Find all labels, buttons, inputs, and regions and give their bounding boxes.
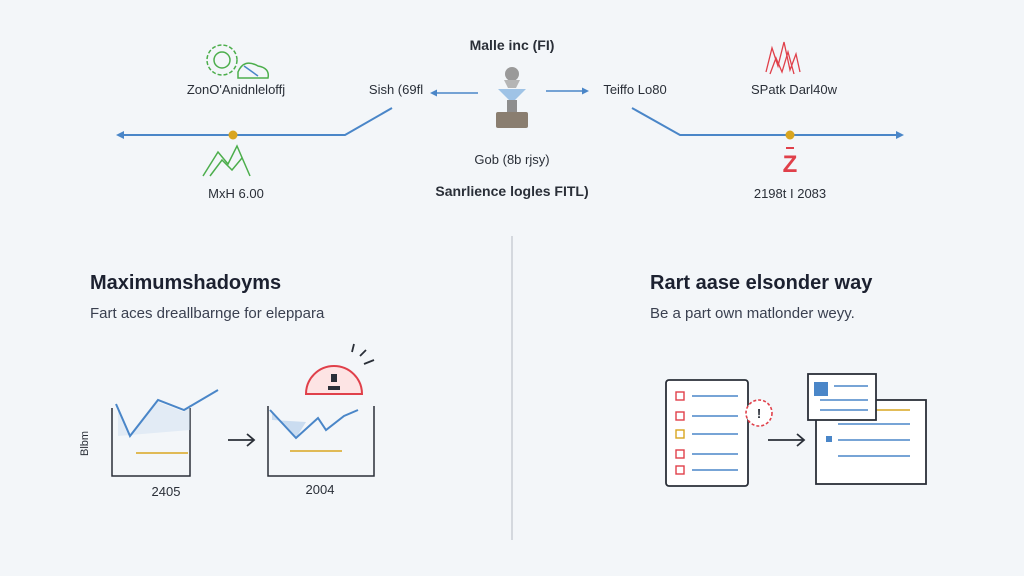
right-label: SPatk Darl40w [751, 82, 837, 97]
svg-text:Z: Z [783, 151, 798, 178]
checklist-icon [665, 379, 749, 487]
doc-arrow [768, 433, 806, 447]
funnel-icon [496, 67, 528, 128]
chart1-label: 2405 [151, 484, 181, 499]
node-dot-left [228, 130, 238, 140]
mid-left-label: Sish (69fl [368, 82, 424, 97]
mini-chart-1 [111, 389, 219, 477]
top-title: Malle inc (FI) [469, 37, 555, 53]
zigzag-red-icon [765, 41, 801, 75]
left-label: ZonO'Anidnleloffj [186, 82, 286, 97]
bottom-right-label: 2198t I 2083 [753, 186, 827, 201]
center-sub-label: Gob (8b rjsy) [474, 152, 550, 167]
chart-arrow [228, 433, 256, 447]
center-caption: Sanrlience logles FITL) [435, 183, 589, 199]
right-panel-heading: Rart aase elsonder way [650, 272, 873, 294]
chart2-label: 2004 [305, 482, 335, 497]
arrow-head-right [896, 131, 904, 139]
right-panel-subtitle: Be a part own matlonder weyy. [650, 305, 855, 322]
left-panel-subtitle: Fart aces dreallbarnge for eleppara [90, 305, 325, 322]
warning-gear-icon: ! [745, 399, 773, 427]
center-arrows [430, 87, 589, 97]
alarm-icon [304, 343, 375, 395]
mid-right-label: Teiffo Lo80 [603, 82, 667, 97]
mini-chart-2 [267, 406, 375, 477]
left-panel-heading: Maximumshadoyms [90, 272, 282, 294]
document-icon [807, 373, 927, 485]
z-icon: Z [783, 147, 798, 178]
chart-axis-label: Blbm [79, 430, 91, 456]
mountain-icon [202, 144, 251, 177]
arrow-head-left [116, 131, 124, 139]
gear-cloud-icon [206, 44, 270, 79]
bottom-left-label: MxH 6.00 [208, 186, 264, 201]
svg-text:!: ! [757, 406, 761, 421]
node-dot-right [785, 130, 795, 140]
top-flow-line [118, 107, 900, 136]
